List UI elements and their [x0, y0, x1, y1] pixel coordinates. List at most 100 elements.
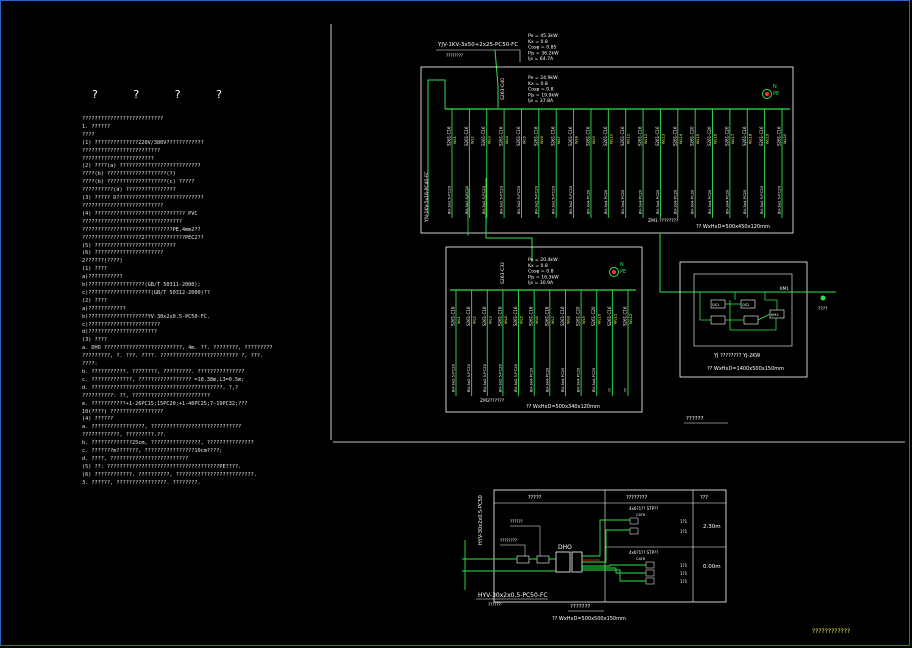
design-notes: ??????????????????????????1. ??????????(…	[82, 116, 322, 488]
circuit-id: WL11	[627, 134, 631, 144]
circuit-id: WL6	[535, 315, 539, 324]
box3-outer	[679, 261, 808, 378]
box3-output-label: ????	[818, 306, 828, 312]
note-line: c. ???????m???????, ????????????????10cm…	[82, 448, 223, 455]
circuit-id: WL1	[457, 316, 461, 324]
breaker-label: S261-C16	[464, 126, 469, 146]
load-label: BV-3x2.5-PC20	[777, 185, 782, 214]
note-line: ??????????????????????????	[82, 202, 164, 209]
circuit-id: WL13	[661, 134, 665, 144]
breaker-label: S261-C16	[516, 126, 521, 146]
breaker-label: S261-C16	[568, 126, 573, 146]
load-label: BV-3x4-PC20	[672, 189, 677, 214]
circuit-id: WL16	[714, 133, 718, 144]
circuit-id: WL5	[522, 136, 526, 144]
load-label: BV-3x2.5-PC20	[759, 185, 764, 214]
dh-label: DHO	[558, 544, 572, 551]
note-line: ?????????, ?. ???. ????. ???????????????…	[82, 353, 264, 360]
row2-count: 1?1	[680, 571, 688, 576]
load-label: BV-3x4-PC20	[707, 189, 712, 214]
row1-sub: CAT6	[636, 513, 645, 517]
note-line: (4) ????????????????????????????? PVC	[82, 210, 198, 217]
circuit-id: WL17	[731, 134, 735, 144]
circuit-id: WL7	[557, 136, 561, 144]
box3-components: KM1 QS1 QS2 KM2	[699, 286, 789, 331]
load-label: BV-3x2.5-PC20	[533, 185, 538, 214]
header-mark: ?	[174, 88, 181, 101]
panel1-ne-terminal	[762, 89, 772, 99]
note-line: ??????????????????????????	[82, 116, 164, 122]
note-line: (2) ????	[82, 297, 107, 304]
table-cable: HYV-30x2x0.5-PC50-FC	[478, 592, 548, 599]
param-value: Ijs = 30.9A	[528, 280, 554, 286]
circuit-id: WL4	[505, 135, 509, 144]
note-line: 1. ??????	[82, 123, 111, 130]
breaker-label: S261-C16	[638, 126, 643, 146]
note-line: e. ???????????+1-26PC15;15PC20;+1-46PC25…	[82, 400, 248, 407]
note-line: d)??????????????????????	[82, 329, 157, 336]
note-line: a. ?????????????????, ??????????????????…	[82, 424, 242, 431]
breaker-label: S261-C16	[513, 306, 518, 326]
row1-item: 4x6?1?? STP??	[629, 506, 658, 511]
note-line: (3) ????	[82, 337, 107, 344]
breaker-label: S261-C20	[576, 306, 581, 326]
table-header: ?????	[528, 495, 542, 501]
note-line: c. ?????????????, ????????????????? =10.…	[82, 376, 245, 383]
breaker-label: S261-C20	[724, 126, 729, 146]
note-line: (5) ??????????????????????????	[82, 242, 176, 249]
panel2-breaker: S263-C32	[500, 262, 506, 284]
param-value: Kx = 0.8	[528, 263, 548, 269]
note-line: c)????????????????????(GB/T 50312-2000)?…	[82, 289, 211, 296]
circuit-id: WL11	[613, 314, 617, 324]
circuit-id: WL10	[609, 133, 613, 144]
table-header: ???	[700, 495, 708, 501]
row2-item: 4x6?1?? STP??	[629, 550, 658, 555]
note-line: (2) ????(a) ??????????????????????????	[82, 163, 201, 170]
breaker-label: S261-C16	[544, 306, 549, 326]
load-label: BV-3x4-PC20	[576, 367, 581, 392]
circuit-id: WL19	[766, 133, 770, 144]
load-label: BV-3x4-PC20	[638, 189, 643, 214]
circuit-id: WL1	[453, 136, 457, 144]
box3-label: KM1	[780, 286, 789, 291]
load-label: ??	[607, 388, 612, 392]
param-value: Kx = 0.8	[528, 81, 548, 87]
load-label: BV-3x4-PC20	[724, 189, 729, 214]
box3-inner	[693, 273, 793, 347]
breaker-label: S261-C16	[742, 126, 747, 146]
box3-dims: ?? WxHxD=1400x500x150mm	[707, 366, 784, 372]
panel2-name: ZM2??????	[480, 398, 505, 404]
param-value: Ijs = 37.8A	[528, 98, 554, 104]
note-line: d. ????, ?????????????????????????	[82, 455, 189, 462]
load-label: BV-3x2.5-PC20	[464, 185, 469, 214]
header-mark: ?	[133, 88, 140, 101]
circuit-id: WL4	[504, 315, 508, 324]
panel1-enclosure	[420, 66, 794, 234]
load-label: BV-3x2.5-PC20	[447, 185, 452, 214]
circuit-id: WL14	[679, 133, 683, 144]
breaker-label: S261-C16	[777, 126, 782, 146]
circuit-id: WL15	[696, 134, 700, 144]
load-label: BV-3x4-PC20	[655, 189, 660, 214]
load-label: BV-3x2.5-PC20	[497, 363, 502, 392]
box3-label: QS2	[742, 303, 749, 307]
note-line: ?????????????????????????	[82, 147, 161, 154]
breaker-label: S261-C16	[497, 306, 502, 326]
param-value: Pe = 20.4kW	[528, 257, 558, 263]
load-label: BV-3x4-PC20	[560, 367, 565, 392]
note-line: ????????????????????????????????	[82, 218, 182, 225]
row2-count: 1?1	[680, 563, 688, 568]
panel2-enclosure	[445, 246, 643, 413]
table-header: ????????	[626, 495, 648, 501]
note-line: b)??????????????????(GB/T 50311-2000);	[82, 282, 201, 289]
load-label: BV-3x4-PC20	[690, 189, 695, 214]
breaker-label: S261-C16	[466, 306, 471, 326]
breaker-label: S261-C16	[481, 126, 486, 146]
note-line: ??????????: ??, ????????????????????????…	[82, 392, 211, 399]
breaker-label: S261-C16	[655, 126, 660, 146]
load-label: BV-3x4-PC20	[585, 189, 590, 214]
note-line: b. ?????????????25cm, ????????????????, …	[82, 440, 254, 447]
